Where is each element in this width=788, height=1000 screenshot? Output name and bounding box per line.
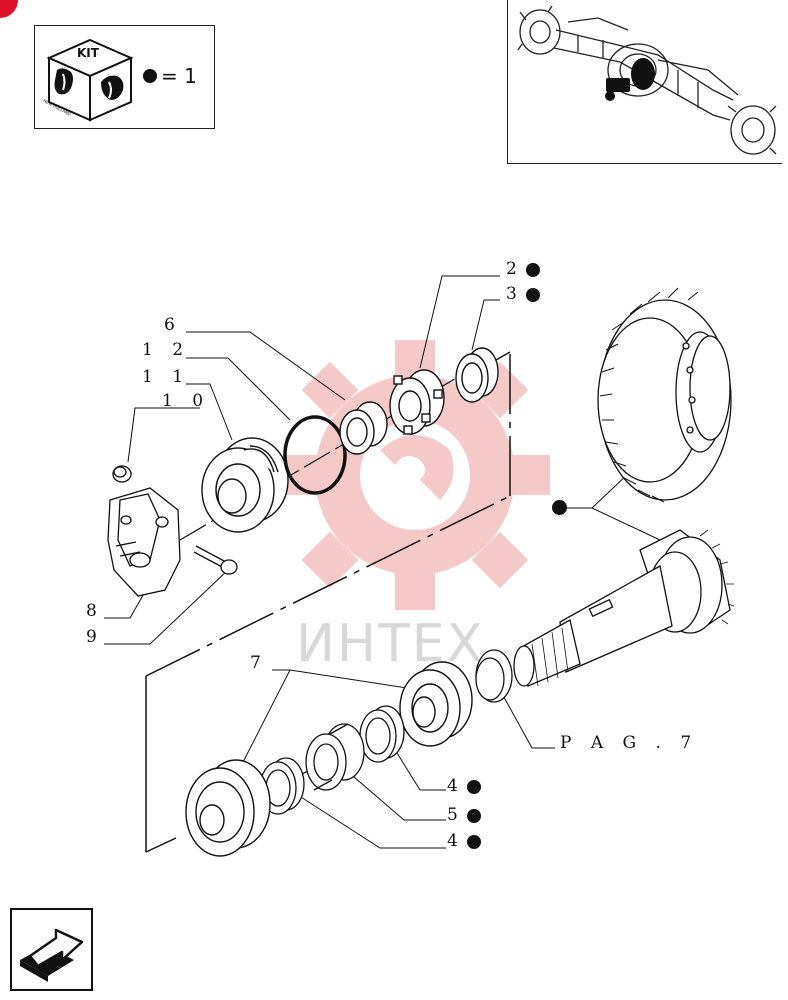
leader-4b <box>289 789 446 849</box>
leader-6 <box>186 331 346 401</box>
callout-7: 7 <box>250 653 268 673</box>
callout-page-ref: P A G . 7 <box>560 733 699 753</box>
leader-kit-pinion <box>591 507 661 541</box>
leader-7b <box>289 669 421 691</box>
axle-thumbnail <box>507 0 782 164</box>
leader-12 <box>186 357 291 421</box>
kit-dot-icon <box>466 834 481 849</box>
bevel-ring-gear <box>597 287 732 503</box>
leader-2 <box>419 275 500 369</box>
leader-3 <box>471 299 500 351</box>
kit-dot-icon <box>143 69 157 83</box>
corner-mark-icon <box>0 0 18 18</box>
axle-assembly-icon <box>517 5 777 155</box>
callout-2: 2 <box>506 259 540 279</box>
part-12-snap-ring <box>283 415 347 495</box>
part-3-lock-washer <box>455 347 499 403</box>
part-9-bolt <box>193 545 238 575</box>
callout-3: 3 <box>506 284 540 304</box>
shim-ring <box>475 649 513 703</box>
leader-8 <box>104 589 147 619</box>
leader-7a <box>239 669 291 769</box>
part-5-collapsible-spacer <box>305 723 365 791</box>
part-6-spacer <box>339 401 388 455</box>
leader-pag <box>499 689 555 749</box>
bevel-pinion-shaft <box>513 529 735 687</box>
callout-10: 1 0 <box>162 391 211 411</box>
leader-10 <box>127 407 200 463</box>
return-arrow-icon <box>20 928 84 982</box>
part-11-bearing <box>201 437 289 533</box>
callout-12: 1 2 <box>142 340 191 360</box>
callout-5: 5 <box>447 805 481 825</box>
kit-dot-icon <box>525 262 540 277</box>
part-4-spacer-upper <box>359 705 405 763</box>
callout-8: 8 <box>86 601 104 621</box>
part-10-cap <box>112 465 132 483</box>
kit-dot-icon <box>466 808 481 823</box>
callout-9: 9 <box>86 627 104 647</box>
kit-equals-text: = 1 <box>161 64 197 88</box>
part-7-bearing-lower <box>185 759 271 857</box>
kit-legend: KIT NEW HOLLAND = 1 <box>34 25 215 129</box>
leader-4a <box>391 744 446 791</box>
callout-11: 1 1 <box>142 367 191 387</box>
callout-6: 6 <box>164 315 182 335</box>
return-navigation-button[interactable] <box>10 908 93 991</box>
kit-badge-text: KIT <box>77 46 99 60</box>
part-8-flange <box>107 487 181 597</box>
leader-9 <box>104 569 229 645</box>
part-4-spacer-lower <box>259 757 305 815</box>
leader-5 <box>339 764 446 821</box>
kit-dot-icon <box>466 779 481 794</box>
kit-dot-icon <box>525 287 540 302</box>
kit-cube-icon <box>46 38 134 122</box>
leader-11 <box>186 383 233 441</box>
part-7-bearing-upper <box>399 661 473 747</box>
kit-equation: = 1 <box>143 64 197 88</box>
part-2-ring-nut <box>389 369 445 435</box>
callout-4-upper: 4 <box>447 776 481 796</box>
callout-4-lower: 4 <box>447 831 481 851</box>
kit-dot-gear-icon <box>552 500 567 515</box>
